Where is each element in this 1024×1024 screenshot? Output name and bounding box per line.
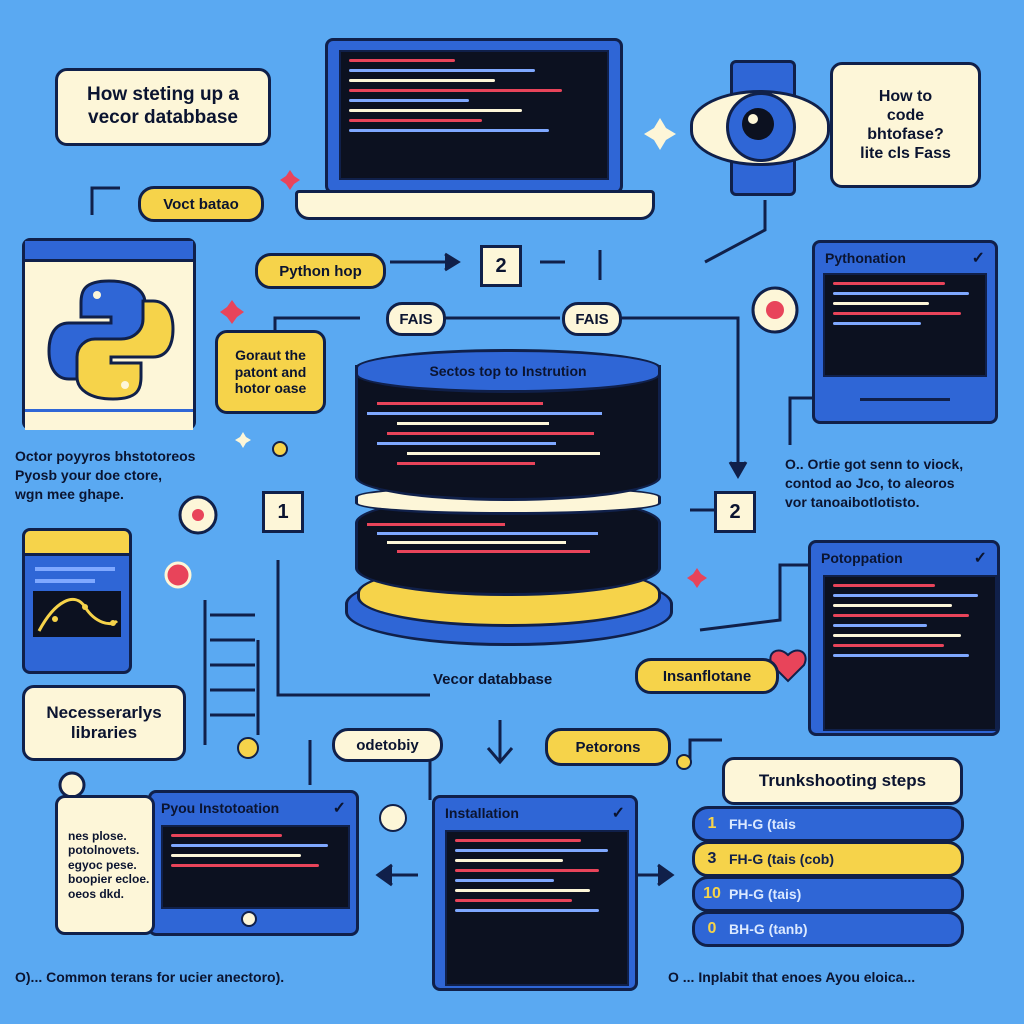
troubleshooting-step-text: FH-G (tais (cob): [729, 851, 834, 867]
pill-insanflotane: Insanflotane: [635, 658, 779, 694]
window-python-install: Pythonation ✓: [812, 240, 998, 424]
step-number-right: 2: [714, 491, 756, 533]
pill-voct-bataa: Voct batao: [138, 186, 264, 222]
troubleshooting-step-number: 1: [707, 815, 717, 832]
troubleshooting-step: 1 FH-G (tais: [692, 806, 964, 842]
check-icon: ✓: [973, 550, 987, 567]
window-pyou-install-title: Pyou Instotoation: [161, 800, 280, 816]
troubleshooting-steps: 1 FH-G (tais 3 FH-G (tais (cob) 10 PH-G (tais…: [692, 806, 964, 947]
window-potoppation: Potoppation ✓: [808, 540, 1000, 736]
pill-python-hop: Python hop: [255, 253, 386, 289]
python-logo-icon: [47, 279, 175, 401]
check-icon: ✓: [971, 250, 985, 267]
laptop-icon: [295, 38, 655, 223]
troubleshooting-step-number: 10: [703, 885, 721, 902]
heart-icon: [769, 649, 807, 683]
troubleshooting-step-text: FH-G (tais: [729, 816, 796, 832]
database-icon: Sectos top to Instrution: [345, 345, 675, 646]
window-installation: Installation ✓: [432, 795, 638, 991]
database-top-label: Sectos top to Instrution: [355, 349, 661, 393]
troubleshooting-step: 10 PH-G (tais): [692, 876, 964, 912]
troubleshooting-step-number: 0: [707, 920, 717, 937]
database-label: Vecor databbase: [433, 671, 553, 688]
caption-right-bottom: O ... Inplabit that enoes Ayou eloica...: [668, 969, 916, 985]
window-installation-title: Installation: [445, 805, 519, 821]
pill-fais-left: FAIS: [386, 302, 446, 336]
caption-left-paragraph: Octor poyyros bhstotoreos Pyosb your doe…: [15, 448, 196, 502]
check-icon: ✓: [611, 805, 625, 822]
small-list-note: nes plose. potolnovets. egyoc pese. boop…: [55, 795, 155, 935]
note-how-to-code: How to code bhtofase? lite cls Fass: [830, 62, 981, 188]
troubleshooting-step: 3 FH-G (tais (cob): [692, 841, 964, 877]
pill-petorons: Petorons: [545, 728, 671, 766]
note-gotout: Goraut the patont and hotor oase: [215, 330, 326, 414]
troubleshooting-step-text: BH-G (tanb): [729, 921, 808, 937]
troubleshooting-step-text: PH-G (tais): [729, 886, 802, 902]
window-potoppation-title: Potoppation: [821, 550, 903, 566]
note-troubleshooting: Trunkshooting steps: [722, 757, 963, 805]
pill-odetobiy: odetobiy: [332, 728, 443, 762]
step-number-top: 2: [480, 245, 522, 287]
laptop-code-screen: [339, 50, 609, 180]
python-phone: [22, 238, 196, 430]
step-number-left: 1: [262, 491, 304, 533]
troubleshooting-step: 0 BH-G (tanb): [692, 911, 964, 947]
phone-chart-icon: [22, 528, 132, 674]
troubleshooting-step-number: 3: [707, 850, 717, 867]
check-icon: ✓: [332, 800, 346, 817]
sparkle-icon: [644, 118, 676, 150]
caption-left-bottom: O)... Common terans for ucier anectoro).: [15, 969, 285, 985]
eye-icon: [690, 60, 830, 196]
window-python-install-title: Pythonation: [825, 250, 906, 266]
pill-fais-right: FAIS: [562, 302, 622, 336]
window-pyou-install: Pyou Instotoation ✓: [148, 790, 359, 936]
caption-right-paragraph: O.. Ortie got senn to viock, contod ao J…: [785, 456, 964, 510]
gear-icon: [379, 804, 407, 832]
note-necessary-libraries: Necesserarlys libraries: [22, 685, 186, 761]
note-how-setting-up: How steting up a vecor databbase: [55, 68, 271, 146]
